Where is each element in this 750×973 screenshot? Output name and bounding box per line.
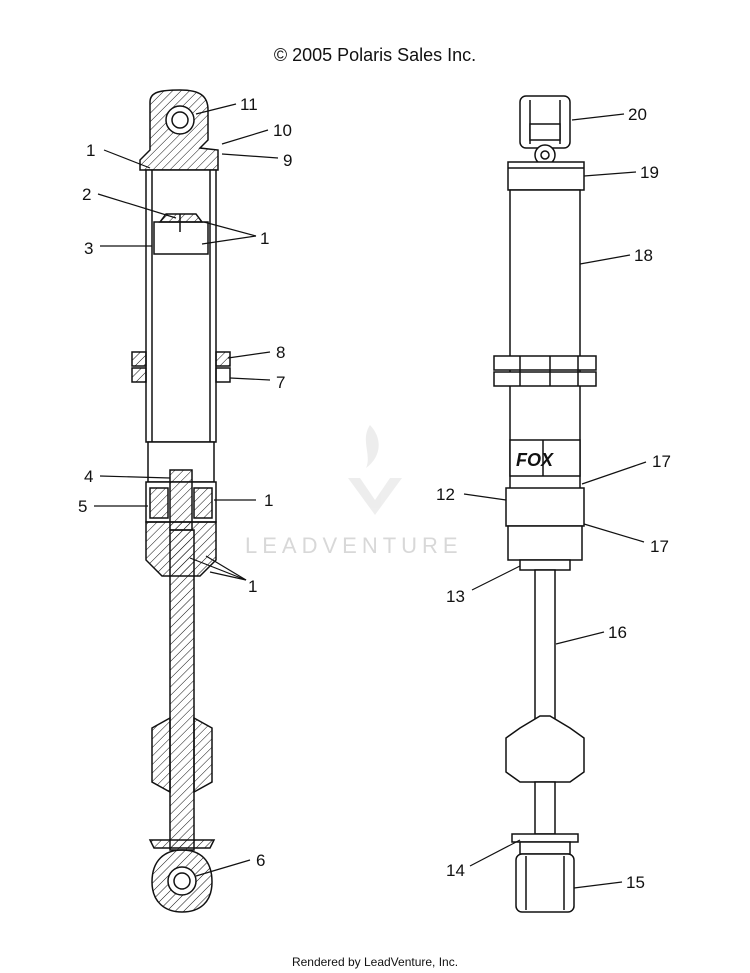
shock-cross-section: [131, 89, 231, 913]
callout-9: 9: [283, 151, 292, 170]
callout-4: 4: [84, 467, 93, 486]
callout-1-top: 1: [86, 141, 95, 160]
callout-11: 11: [240, 95, 258, 114]
shock-exterior-view: [493, 95, 597, 913]
watermark-logo: [348, 425, 402, 515]
callout-13: 13: [446, 587, 465, 606]
callout-1-piston: 1: [260, 229, 269, 248]
rendered-by-footer: Rendered by LeadVenture, Inc.: [291, 955, 459, 969]
callout-8: 8: [276, 343, 285, 362]
watermark-text: LEADVENTURE: [245, 533, 463, 558]
callout-2: 2: [82, 185, 91, 204]
callout-15: 15: [626, 873, 645, 892]
callout-7: 7: [276, 373, 285, 392]
callout-19: 19: [640, 163, 659, 182]
callout-16: 16: [608, 623, 627, 642]
callout-10: 10: [273, 121, 292, 140]
callout-6: 6: [256, 851, 265, 870]
callout-1-bearing: 1: [264, 491, 273, 510]
callout-17-upper: 17: [652, 452, 671, 471]
callout-17-lower: 17: [650, 537, 669, 556]
callout-3: 3: [84, 239, 93, 258]
fox-logo-text: FOX: [516, 450, 554, 470]
callout-1-seals: 1: [248, 577, 257, 596]
callout-18: 18: [634, 246, 653, 265]
callout-14: 14: [446, 861, 465, 880]
callout-12: 12: [436, 485, 455, 504]
leader-lines: [94, 103, 647, 889]
callout-5: 5: [78, 497, 87, 516]
copyright-notice: © 2005 Polaris Sales Inc.: [273, 45, 477, 65]
callout-20: 20: [628, 105, 647, 124]
